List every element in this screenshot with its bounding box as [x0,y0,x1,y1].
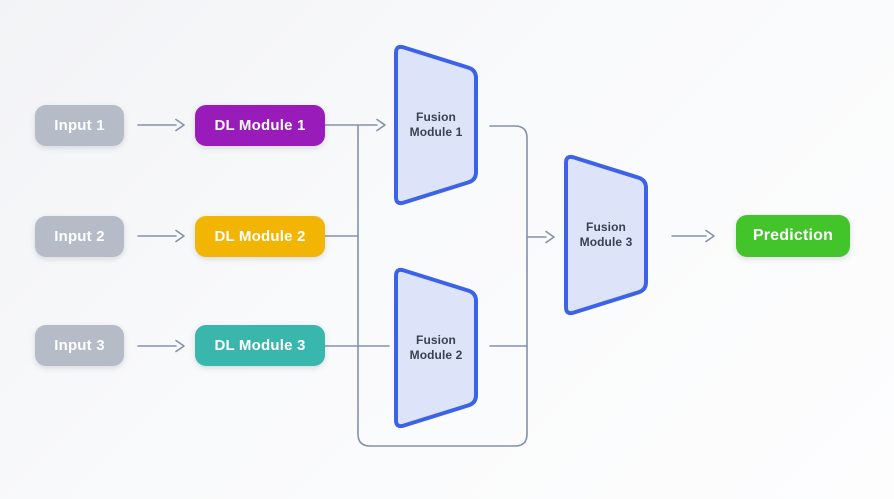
arrowhead-fusion1 [376,118,386,132]
dl-module-1-node: DL Module 1 [195,105,325,146]
dl-module-2-node: DL Module 2 [195,216,325,257]
connector-loop [357,124,528,447]
input-2-node: Input 2 [35,216,124,257]
arrowhead-input3 [175,339,185,353]
arrowhead-fusion3 [545,230,555,244]
prediction-node: Prediction [736,215,850,257]
input-3-node: Input 3 [35,325,124,366]
fusion-module-2-label-line2: Module 2 [409,348,463,362]
arrowhead-input2 [175,229,185,243]
fusion-module-3-label-line1: Fusion [586,220,626,234]
fusion-module-2-label: Fusion Module 2 [390,333,482,363]
fusion-module-3-label-line2: Module 3 [579,235,633,249]
dl-module-3-node: DL Module 3 [195,325,325,366]
arrowhead-input1 [175,118,185,132]
fusion-module-1-label-line1: Fusion [416,110,456,124]
arrowhead-prediction [705,229,715,243]
fusion-module-3-label: Fusion Module 3 [560,220,652,250]
input-1-node: Input 1 [35,105,124,146]
fusion-module-1-label: Fusion Module 1 [390,110,482,140]
fusion-module-2-label-line1: Fusion [416,333,456,347]
fusion-module-1-label-line2: Module 1 [409,125,463,139]
